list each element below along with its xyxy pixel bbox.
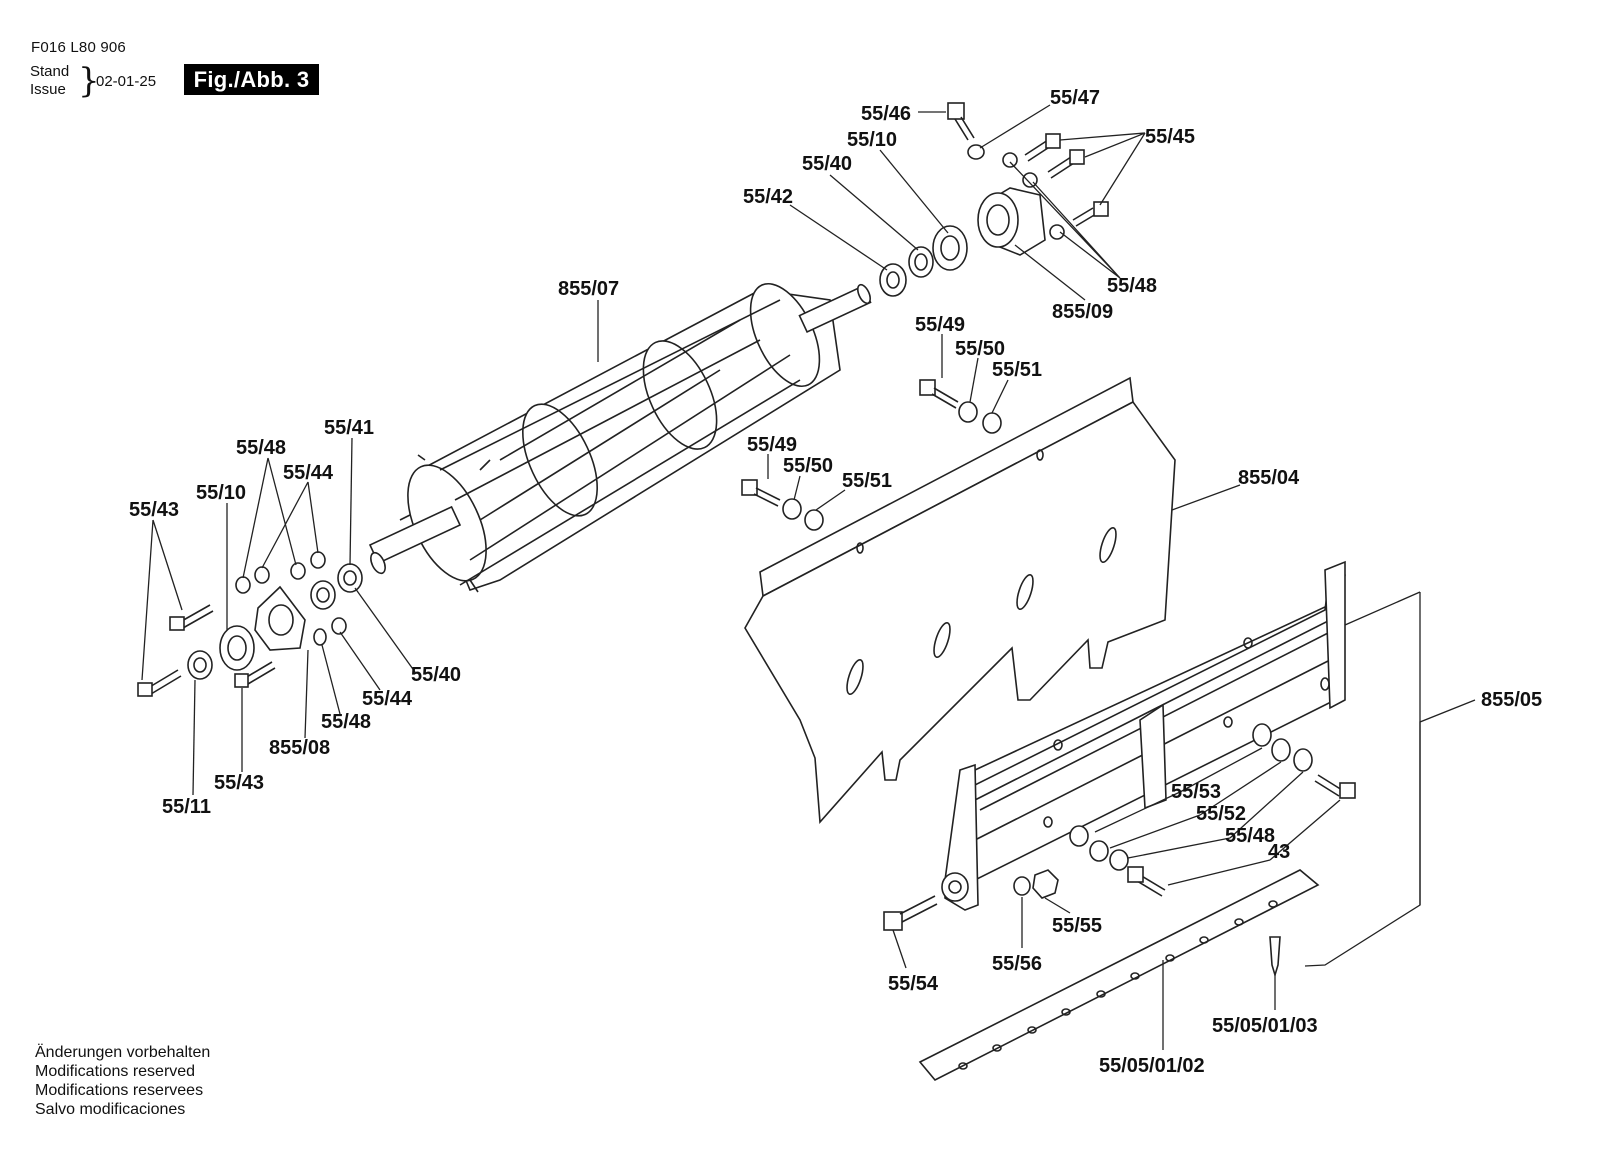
callout-55-56: 55/56 bbox=[992, 953, 1042, 975]
frame-fasteners bbox=[883, 723, 1356, 931]
callout-855-09: 855/09 bbox=[1052, 301, 1113, 323]
bottom-blade bbox=[918, 869, 1320, 1082]
note-german: Änderungen vorbehalten bbox=[35, 1044, 211, 1061]
callout-43: 43 bbox=[1268, 841, 1290, 863]
callout-55-51-b: 55/51 bbox=[842, 470, 892, 492]
callout-855-04: 855/04 bbox=[1238, 467, 1300, 489]
callout-55-10-top: 55/10 bbox=[847, 129, 897, 151]
issue-date: 02-01-25 bbox=[96, 73, 157, 90]
note-french: Modifications reservees bbox=[35, 1082, 204, 1099]
callout-55-51-a: 55/51 bbox=[992, 359, 1042, 381]
callout-855-05: 855/05 bbox=[1481, 689, 1542, 711]
callout-55-40-bottom: 55/40 bbox=[411, 664, 461, 686]
callout-855-08: 855/08 bbox=[269, 737, 330, 759]
callout-55-41: 55/41 bbox=[324, 417, 374, 439]
callout-55-50-b: 55/50 bbox=[783, 455, 833, 477]
callout-55-05-01-03: 55/05/01/03 bbox=[1212, 1015, 1318, 1037]
callout-55-43-top: 55/43 bbox=[129, 499, 179, 521]
callout-55-48-top: 55/48 bbox=[1107, 275, 1157, 297]
callout-labels: 55/46 55/47 55/10 55/45 55/40 55/42 55/4… bbox=[129, 87, 1542, 1077]
stand-label: Stand bbox=[30, 63, 70, 80]
bolt-set-middle bbox=[741, 479, 824, 531]
issue-date-block: Stand Issue } 02-01-25 bbox=[30, 63, 156, 99]
callout-55-05-01-02: 55/05/01/02 bbox=[1099, 1055, 1205, 1077]
bolt-set-upper bbox=[919, 379, 1002, 434]
callout-55-49-a: 55/49 bbox=[915, 314, 965, 336]
doc-number: F016 L80 906 bbox=[31, 39, 126, 56]
bed-frame bbox=[941, 560, 1346, 911]
callout-55-48-right: 55/48 bbox=[1225, 825, 1275, 847]
issue-label: Issue bbox=[30, 81, 66, 98]
callout-55-47: 55/47 bbox=[1050, 87, 1100, 109]
blade-holes bbox=[958, 900, 1278, 1070]
modification-notes: Änderungen vorbehalten Modifications res… bbox=[35, 1043, 210, 1119]
callout-55-42: 55/42 bbox=[743, 186, 793, 208]
callout-55-50-a: 55/50 bbox=[955, 338, 1005, 360]
callout-55-46: 55/46 bbox=[861, 103, 911, 125]
callout-55-43-bottom: 55/43 bbox=[214, 772, 264, 794]
right-bearing-group bbox=[879, 102, 1109, 297]
leader-lines bbox=[141, 104, 1476, 1050]
callout-55-40-top: 55/40 bbox=[802, 153, 852, 175]
back-plate bbox=[744, 376, 1176, 824]
callout-55-10-left: 55/10 bbox=[196, 482, 246, 504]
callout-855-07: 855/07 bbox=[558, 278, 619, 300]
brace-icon: } bbox=[78, 61, 100, 101]
callout-55-53: 55/53 bbox=[1171, 781, 1221, 803]
callout-55-48-left: 55/48 bbox=[236, 437, 286, 459]
callout-55-48-bottom: 55/48 bbox=[321, 711, 371, 733]
callout-55-52: 55/52 bbox=[1196, 803, 1246, 825]
callout-55-55: 55/55 bbox=[1052, 915, 1102, 937]
left-bearing-group bbox=[137, 551, 363, 697]
figure-label: Fig./Abb. 3 bbox=[184, 64, 319, 95]
cutting-cylinder bbox=[368, 282, 872, 593]
callout-55-49-b: 55/49 bbox=[747, 434, 797, 456]
callout-55-11: 55/11 bbox=[162, 796, 211, 818]
callout-55-54: 55/54 bbox=[888, 973, 939, 995]
callout-55-44-left: 55/44 bbox=[283, 462, 334, 484]
note-spanish: Salvo modificaciones bbox=[35, 1101, 186, 1118]
note-english: Modifications reserved bbox=[35, 1063, 196, 1080]
callout-55-44-bottom: 55/44 bbox=[362, 688, 413, 710]
callout-55-45: 55/45 bbox=[1145, 126, 1195, 148]
